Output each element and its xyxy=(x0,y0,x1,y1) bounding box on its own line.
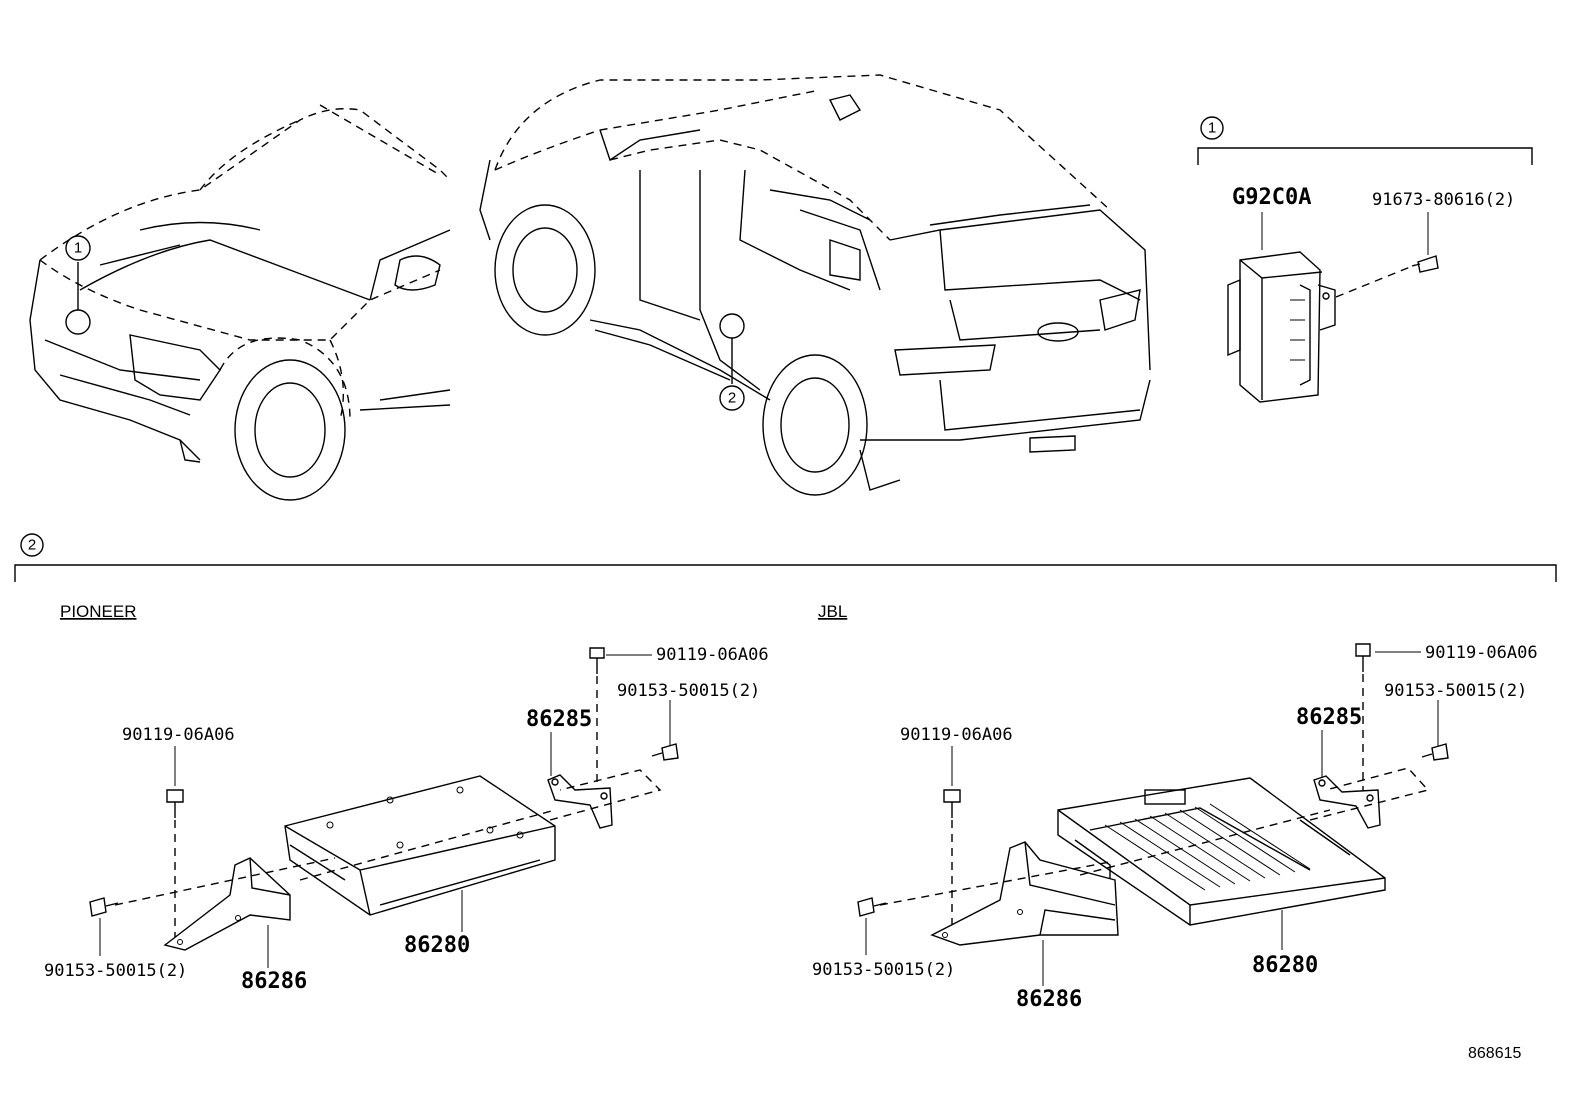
jbl-bracket-left xyxy=(930,841,1119,946)
pioneer-bracket-left-label: 86286 xyxy=(241,969,307,994)
pioneer-brand-label: PIONEER xyxy=(60,602,137,621)
pioneer-bolt-top-label: 90119-06A06 xyxy=(656,645,769,665)
jbl-bolt-top-icon xyxy=(1355,643,1371,672)
callout-2-label: 2 xyxy=(728,390,736,407)
screw-part-label: 91673-80616(2) xyxy=(1372,190,1515,210)
vehicle-rear-view: 2 xyxy=(479,74,1151,496)
pioneer-bracket-right xyxy=(547,774,613,829)
pioneer-bolt-left-label: 90119-06A06 xyxy=(122,725,235,745)
pioneer-amplifier xyxy=(284,775,556,916)
pioneer-screw-top-icon xyxy=(651,743,679,761)
group-2: 2 xyxy=(14,533,1557,582)
jbl-screw-left-label: 90153-50015(2) xyxy=(812,960,955,980)
jbl-section: JBL 90119-06A06 90153-50015(2) 86285 901… xyxy=(812,602,1538,1012)
group-2-number: 2 xyxy=(28,537,36,554)
pioneer-screw-top-label: 90153-50015(2) xyxy=(617,681,760,701)
jbl-screw-left-icon xyxy=(857,897,887,917)
group-1-number: 1 xyxy=(1208,120,1216,137)
jbl-heatsink-fins xyxy=(1089,803,1311,891)
pioneer-bolt-top-icon xyxy=(589,647,605,674)
jbl-bolt-top-label: 90119-06A06 xyxy=(1425,643,1538,663)
pioneer-bracket-left xyxy=(163,857,291,951)
diagram-id: 868615 xyxy=(1468,1045,1521,1062)
group-1: 1 G92C0A 91673-80616(2) xyxy=(1197,116,1533,403)
jbl-brand-label: JBL xyxy=(818,602,847,621)
jbl-bracket-right-label: 86285 xyxy=(1296,705,1362,730)
jbl-bolt-left-icon xyxy=(943,789,961,818)
control-module xyxy=(1227,251,1336,403)
jbl-amplifier xyxy=(1057,777,1386,926)
jbl-screw-top-icon xyxy=(1421,743,1449,761)
module-part-label: G92C0A xyxy=(1232,185,1311,210)
callout-1-label: 1 xyxy=(74,240,82,257)
jbl-bracket-left-label: 86286 xyxy=(1016,987,1082,1012)
pioneer-screw-left-icon xyxy=(89,897,119,917)
jbl-amplifier-label: 86280 xyxy=(1252,953,1318,978)
jbl-screw-top-label: 90153-50015(2) xyxy=(1384,681,1527,701)
pioneer-screw-left-label: 90153-50015(2) xyxy=(44,961,187,981)
pioneer-bolt-left-icon xyxy=(166,789,184,818)
pioneer-amplifier-label: 86280 xyxy=(404,933,470,958)
pioneer-bracket-right-label: 86285 xyxy=(526,707,592,732)
vehicle-front-view: 1 xyxy=(29,104,451,501)
screw-icon xyxy=(1411,255,1439,273)
jbl-bolt-left-label: 90119-06A06 xyxy=(900,725,1013,745)
pioneer-section: PIONEER 90119-06A06 90153-50015(2) 86285… xyxy=(44,602,769,994)
